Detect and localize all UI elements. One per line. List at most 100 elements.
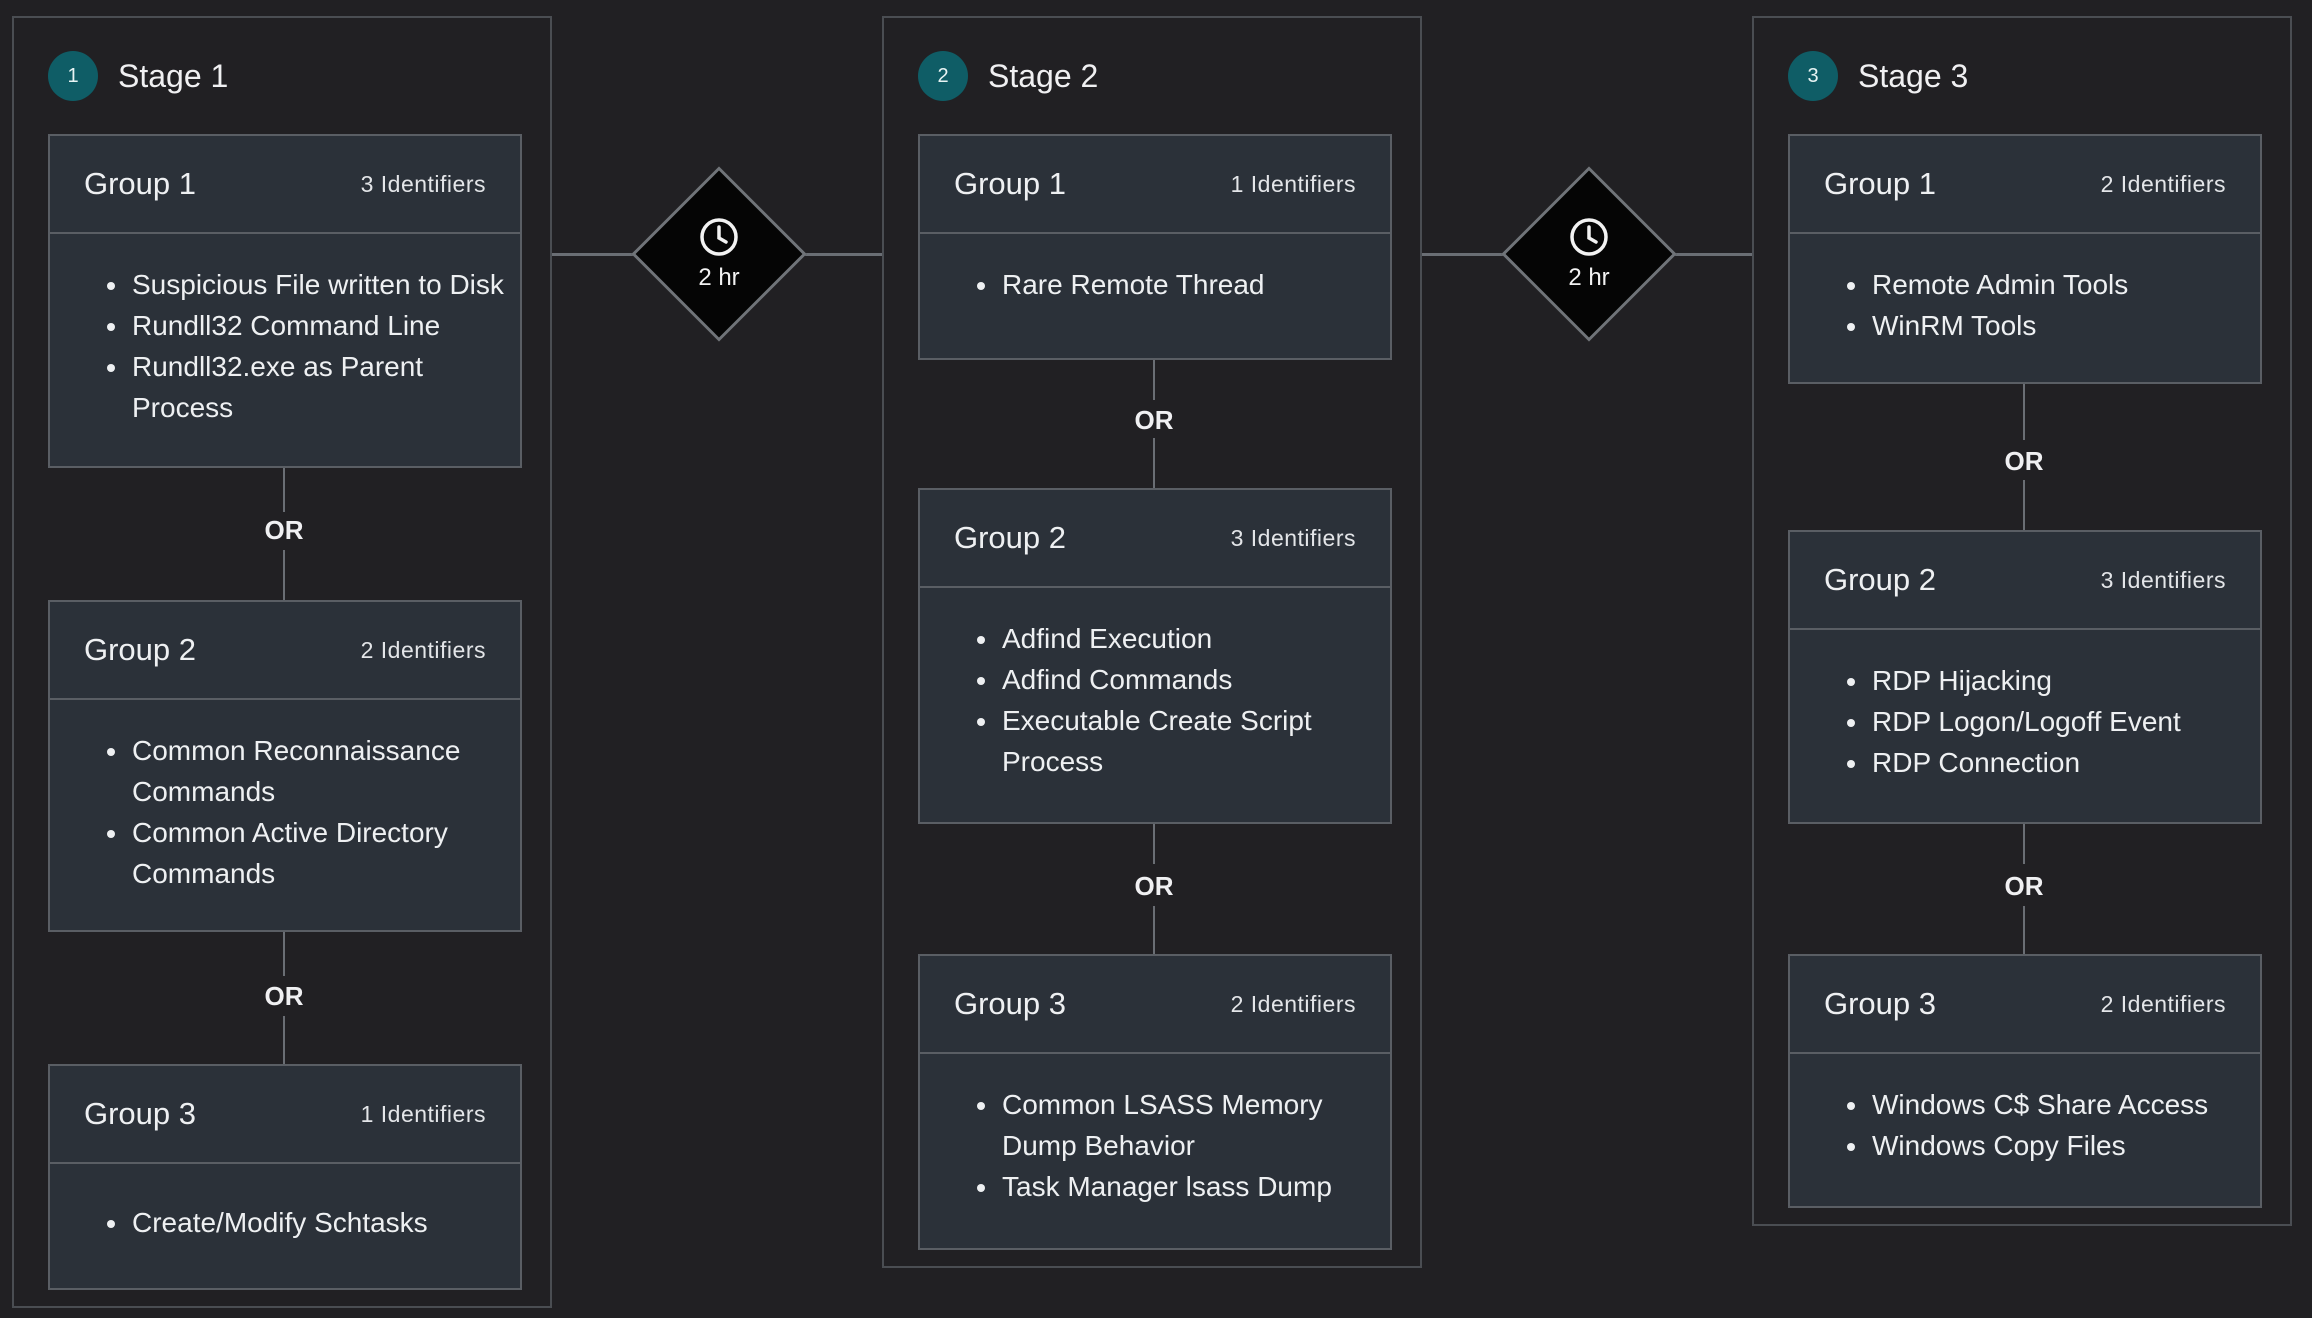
identifier-item: Common Active Directory Commands: [130, 812, 472, 894]
stage-3-number-badge: 3: [1788, 51, 1838, 101]
identifier-list: Adfind Execution Adfind Commands Executa…: [920, 618, 1390, 782]
group-body: Common Reconnaissance Commands Common Ac…: [50, 700, 520, 894]
identifier-item: Rundll32.exe as Parent Process: [130, 346, 432, 428]
stage-1-panel: 1 Stage 1 Group 1 3 Identifiers Suspicio…: [12, 16, 552, 1308]
timer-content: 2 hr: [1527, 192, 1651, 316]
group-header: Group 2 3 Identifiers: [1790, 532, 2260, 630]
timer-content: 2 hr: [657, 192, 781, 316]
stage-2-title: Stage 2: [988, 57, 1099, 94]
connector-line: [2023, 824, 2025, 864]
connector-line: [1153, 906, 1155, 954]
identifier-item: WinRM Tools: [1870, 305, 2260, 346]
identifier-item: Rare Remote Thread: [1000, 264, 1390, 305]
group-header: Group 3 1 Identifiers: [50, 1066, 520, 1164]
group-title: Group 3: [954, 986, 1067, 1021]
group-header: Group 1 3 Identifiers: [50, 136, 520, 234]
identifier-list: Suspicious File written to Disk Rundll32…: [50, 264, 520, 428]
connector-line: [1153, 360, 1155, 400]
identifier-count: 2 Identifiers: [2100, 990, 2226, 1017]
group-header: Group 3 2 Identifiers: [1790, 956, 2260, 1054]
identifier-item: Executable Create Script Process: [1000, 700, 1342, 782]
stage-3-title: Stage 3: [1858, 57, 1969, 94]
group-body: Suspicious File written to Disk Rundll32…: [50, 234, 520, 428]
group-title: Group 2: [954, 520, 1067, 555]
or-connector: OR: [2004, 871, 2044, 901]
connector-line: [2023, 384, 2025, 440]
stage-1-group-2[interactable]: Group 2 2 Identifiers Common Reconnaissa…: [48, 600, 522, 932]
stage-3-group-1[interactable]: Group 1 2 Identifiers Remote Admin Tools…: [1788, 134, 2262, 384]
group-title: Group 3: [84, 1096, 197, 1131]
timer-label: 2 hr: [698, 264, 740, 291]
identifier-item: Create/Modify Schtasks: [130, 1202, 520, 1243]
stage-2-group-2[interactable]: Group 2 3 Identifiers Adfind Execution A…: [918, 488, 1392, 824]
identifier-list: Common Reconnaissance Commands Common Ac…: [50, 730, 520, 894]
identifier-count: 1 Identifiers: [360, 1100, 486, 1127]
identifier-count: 1 Identifiers: [1230, 170, 1356, 197]
connector-line: [2023, 480, 2025, 530]
or-connector: OR: [264, 981, 304, 1011]
stage-2-panel: 2 Stage 2 Group 1 1 Identifiers Rare Rem…: [882, 16, 1422, 1268]
identifier-item: Windows Copy Files: [1870, 1125, 2260, 1166]
connector-line: [283, 1016, 285, 1064]
stage-1-number-badge: 1: [48, 51, 98, 101]
identifier-list: Windows C$ Share Access Windows Copy Fil…: [1790, 1084, 2260, 1166]
identifier-item: RDP Hijacking: [1870, 660, 2260, 701]
stage-1-group-3[interactable]: Group 3 1 Identifiers Create/Modify Scht…: [48, 1064, 522, 1290]
connector-line: [283, 468, 285, 512]
or-connector: OR: [2004, 446, 2044, 476]
identifier-item: Adfind Execution: [1000, 618, 1390, 659]
identifier-item: RDP Logon/Logoff Event: [1870, 701, 2260, 742]
stage-2-group-3[interactable]: Group 3 2 Identifiers Common LSASS Memor…: [918, 954, 1392, 1250]
stage-3-group-3[interactable]: Group 3 2 Identifiers Windows C$ Share A…: [1788, 954, 2262, 1208]
identifier-item: RDP Connection: [1870, 742, 2260, 783]
stage-1-title: Stage 1: [118, 57, 229, 94]
group-body: Rare Remote Thread: [920, 234, 1390, 305]
identifier-item: Rundll32 Command Line: [130, 305, 520, 346]
stage-3-panel: 3 Stage 3 Group 1 2 Identifiers Remote A…: [1752, 16, 2292, 1226]
timer-label: 2 hr: [1568, 264, 1610, 291]
identifier-item: Adfind Commands: [1000, 659, 1390, 700]
identifier-count: 2 Identifiers: [360, 636, 486, 663]
group-title: Group 1: [1824, 166, 1937, 201]
group-title: Group 1: [954, 166, 1067, 201]
connector-line: [1153, 438, 1155, 488]
identifier-list: RDP Hijacking RDP Logon/Logoff Event RDP…: [1790, 660, 2260, 783]
clock-icon: [700, 218, 738, 256]
stage-1-group-1[interactable]: Group 1 3 Identifiers Suspicious File wr…: [48, 134, 522, 468]
identifier-item: Common LSASS Memory Dump Behavior: [1000, 1084, 1342, 1166]
identifier-list: Remote Admin Tools WinRM Tools: [1790, 264, 2260, 346]
identifier-count: 2 Identifiers: [1230, 990, 1356, 1017]
stage-3-header: 3 Stage 3: [1788, 50, 1968, 102]
identifier-count: 2 Identifiers: [2100, 170, 2226, 197]
connector-line: [1153, 824, 1155, 864]
group-title: Group 3: [1824, 986, 1937, 1021]
group-header: Group 2 2 Identifiers: [50, 602, 520, 700]
identifier-count: 3 Identifiers: [2100, 566, 2226, 593]
stage-2-number-badge: 2: [918, 51, 968, 101]
connector-line: [2023, 906, 2025, 954]
clock-icon: [1570, 218, 1608, 256]
connector-line: [283, 932, 285, 976]
or-connector: OR: [1134, 871, 1174, 901]
identifier-list: Common LSASS Memory Dump Behavior Task M…: [920, 1084, 1390, 1207]
identifier-item: Common Reconnaissance Commands: [130, 730, 472, 812]
identifier-item: Suspicious File written to Disk: [130, 264, 520, 305]
group-body: Remote Admin Tools WinRM Tools: [1790, 234, 2260, 346]
group-body: Common LSASS Memory Dump Behavior Task M…: [920, 1054, 1390, 1207]
group-header: Group 2 3 Identifiers: [920, 490, 1390, 588]
stage-2-header: 2 Stage 2: [918, 50, 1098, 102]
identifier-list: Rare Remote Thread: [920, 264, 1390, 305]
stage-2-group-1[interactable]: Group 1 1 Identifiers Rare Remote Thread: [918, 134, 1392, 360]
group-title: Group 2: [84, 632, 197, 667]
stage-3-group-2[interactable]: Group 2 3 Identifiers RDP Hijacking RDP …: [1788, 530, 2262, 824]
group-header: Group 1 2 Identifiers: [1790, 136, 2260, 234]
group-body: Windows C$ Share Access Windows Copy Fil…: [1790, 1054, 2260, 1166]
identifier-count: 3 Identifiers: [360, 170, 486, 197]
identifier-list: Create/Modify Schtasks: [50, 1202, 520, 1243]
group-header: Group 3 2 Identifiers: [920, 956, 1390, 1054]
identifier-item: Windows C$ Share Access: [1870, 1084, 2260, 1125]
connector-line: [283, 550, 285, 600]
identifier-item: Task Manager lsass Dump: [1000, 1166, 1390, 1207]
identifier-item: Remote Admin Tools: [1870, 264, 2260, 305]
group-title: Group 1: [84, 166, 197, 201]
